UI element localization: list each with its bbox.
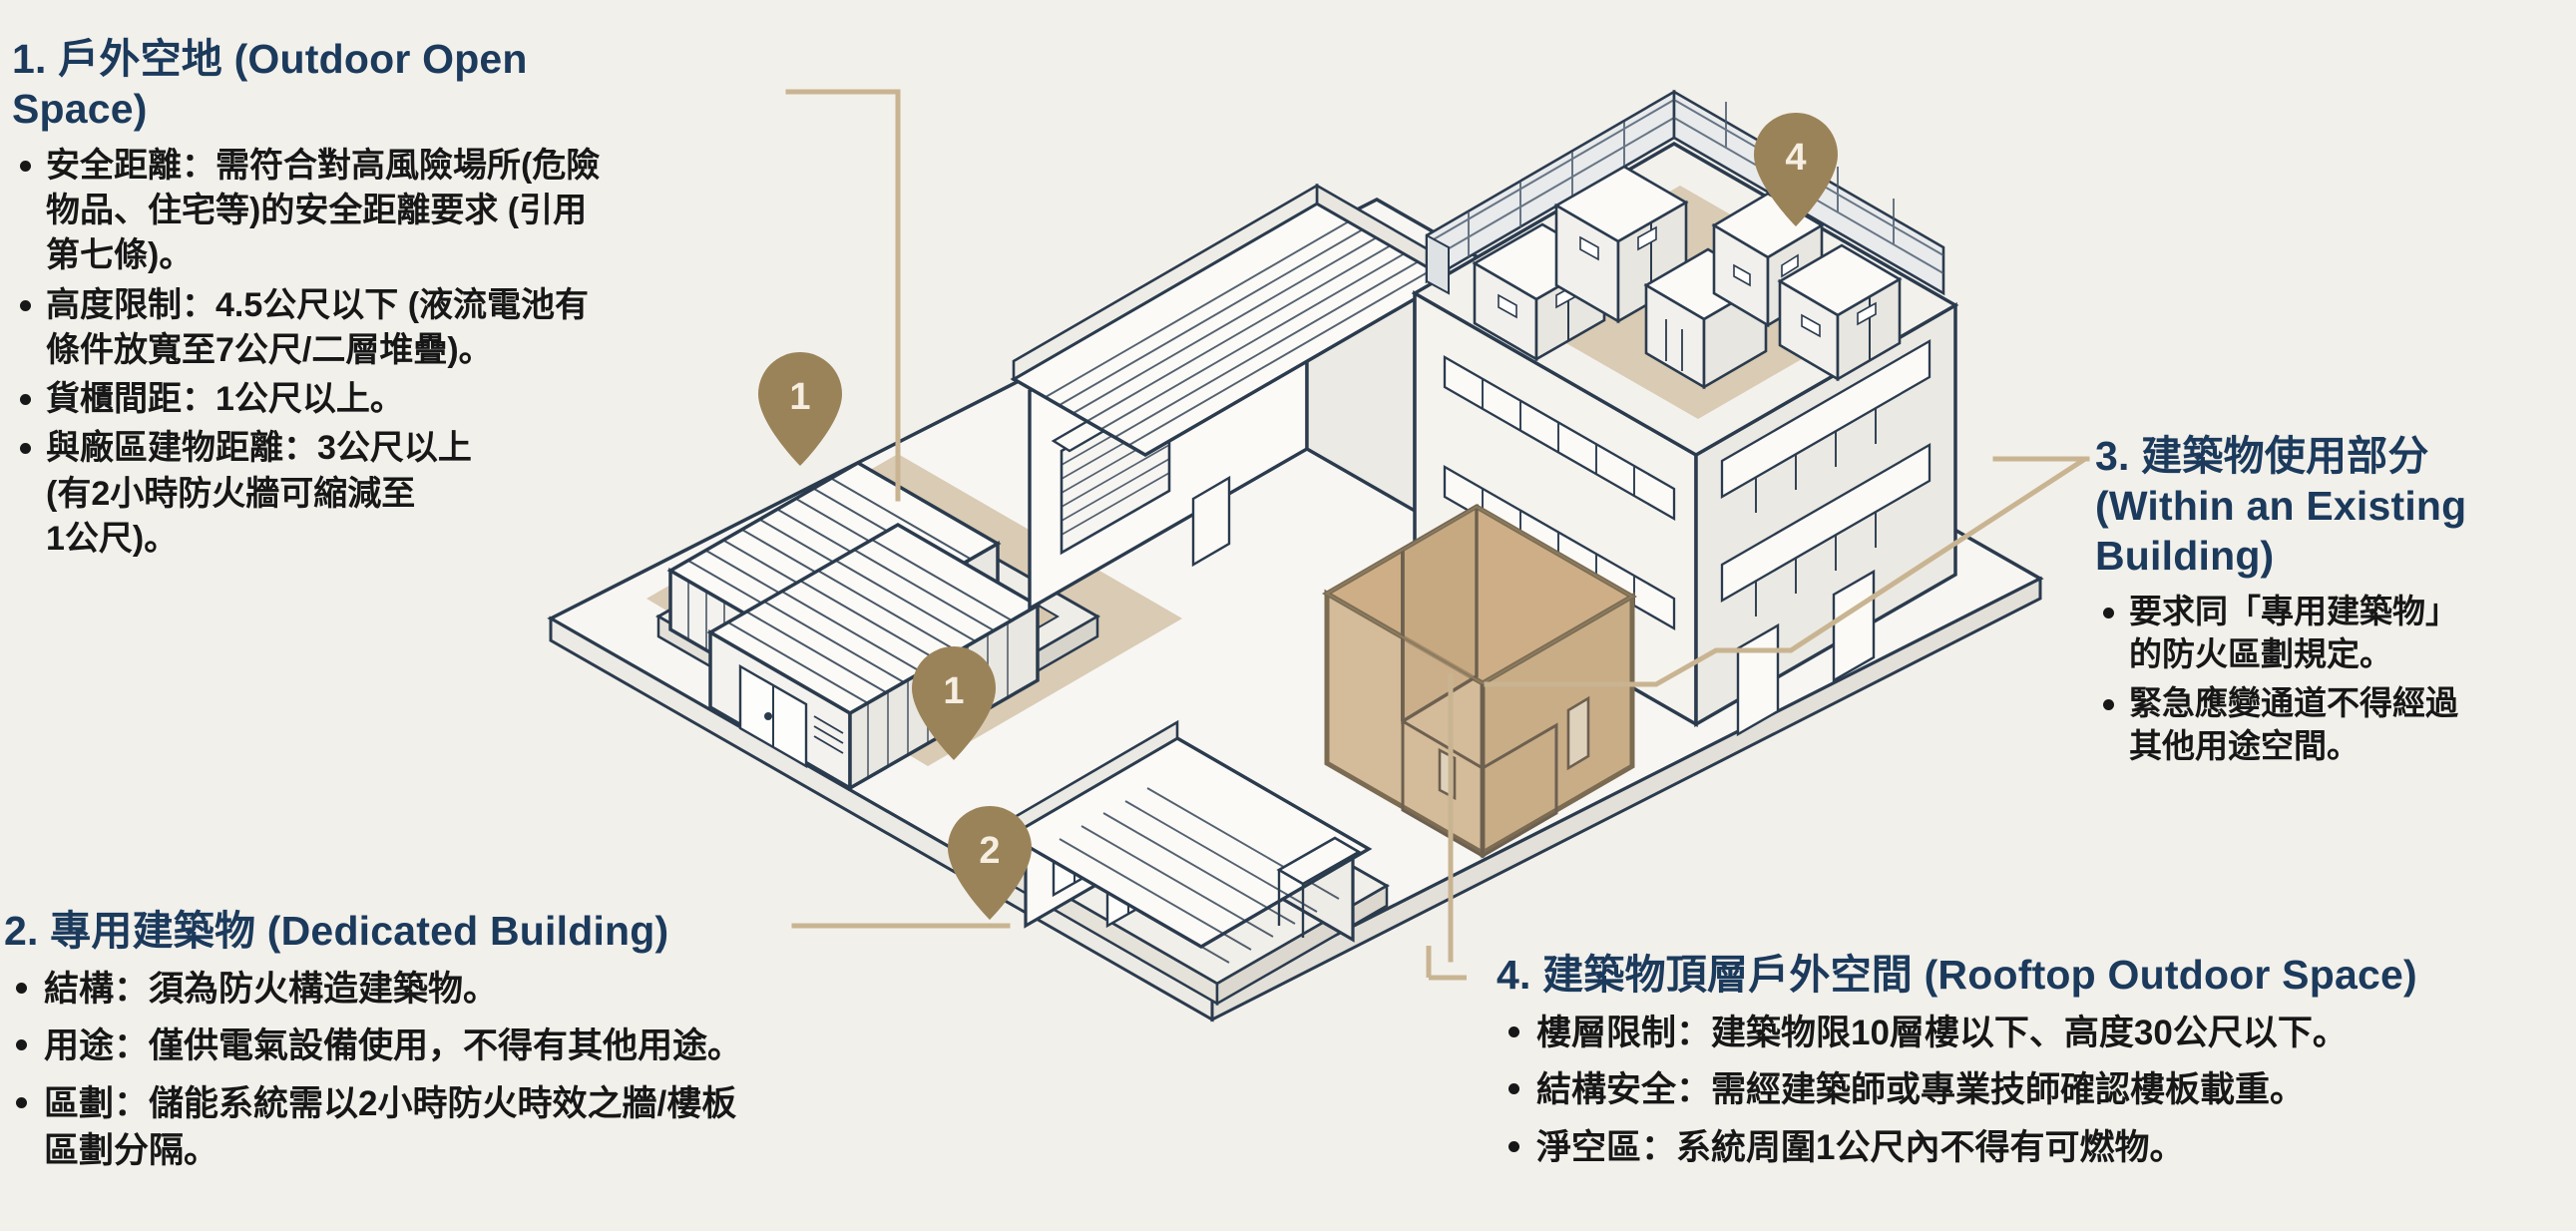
pin-1b-label: 1 [943,670,964,712]
section-1-block: 1. 戶外空地 (Outdoor Open Space) 安全距離：需符合對高風… [12,34,650,566]
rooftop-battery-cabinets [1472,165,1903,390]
section-3-title: 3. 建築物使用部分 (Within an Existing Building) [2095,433,2467,580]
list-item: 與廠區建物距離：3公尺以上 (有2小時防火牆可縮減至 1公尺)。 [12,426,650,562]
list-item: 貨櫃間距：1公尺以上。 [12,377,650,422]
list-item: 高度限制：4.5公尺以下 (液流電池有 條件放寬至7公尺/二層堆疊)。 [12,283,650,373]
list-item: 結構：須為防火構造建築物。 [4,966,1121,1013]
pin-4-label: 4 [1785,137,1806,179]
section-4-block: 4. 建築物頂層戶外空間 (Rooftop Outdoor Space) 樓層限… [1497,950,2574,1181]
pin-1b[interactable]: 1 [912,646,996,760]
list-item: 結構安全：需經建築師或專業技師確認樓板載重。 [1497,1066,2574,1113]
leader-1 [785,89,901,502]
list-item: 淨空區：系統周圍1公尺內不得有可燃物。 [1497,1124,2574,1171]
leader-lines [785,89,2090,963]
section-3-bullets: 要求同「專用建築物」 的防火區劃規定。 緊急應變通道不得經過 其他用途空間。 [2095,591,2564,768]
rooftop-fenced-enclosure [1411,89,1959,457]
section-2-block: 2. 專用建築物 (Dedicated Building) 結構：須為防火構造建… [4,906,1121,1184]
section-2-title: 2. 專用建築物 (Dedicated Building) [4,908,669,954]
section-4-title: 4. 建築物頂層戶外空間 (Rooftop Outdoor Space) [1497,952,2417,998]
list-item: 要求同「專用建築物」 的防火區劃規定。 [2095,591,2564,676]
pin-2[interactable]: 2 [948,806,1032,920]
pin-2-label: 2 [979,830,1000,872]
section-3-block: 3. 建築物使用部分 (Within an Existing Building)… [2095,431,2564,774]
dedicated-small-building [1004,719,1391,1007]
list-item: 用途：僅供電氣設備使用，不得有其他用途。 [4,1023,1121,1069]
section-2-bullets: 結構：須為防火構造建築物。 用途：僅供電氣設備使用，不得有其他用途。 區劃：儲能… [4,966,1121,1174]
list-item: 樓層限制：建築物限10層樓以下、高度30公尺以下。 [1497,1010,2574,1056]
pin-1a-label: 1 [789,376,810,418]
section-1-title: 1. 戶外空地 (Outdoor Open Space) [12,36,528,133]
section-4-bullets: 樓層限制：建築物限10層樓以下、高度30公尺以下。 結構安全：需經建築師或專業技… [1497,1010,2574,1171]
section-1-bullets: 安全距離：需符合對高風險場所(危險 物品、住宅等)的安全距離要求 (引用 第七條… [12,144,650,562]
pin-1a[interactable]: 1 [758,352,842,466]
list-item: 安全距離：需符合對高風險場所(危險 物品、住宅等)的安全距離要求 (引用 第七條… [12,144,650,279]
list-item: 緊急應變通道不得經過 其他用途空間。 [2095,682,2564,768]
list-item: 區劃：儲能系統需以2小時防火時效之牆/樓板 區劃分隔。 [4,1080,1121,1175]
pin-4[interactable]: 4 [1754,113,1838,226]
battery-container-front [706,522,1042,792]
